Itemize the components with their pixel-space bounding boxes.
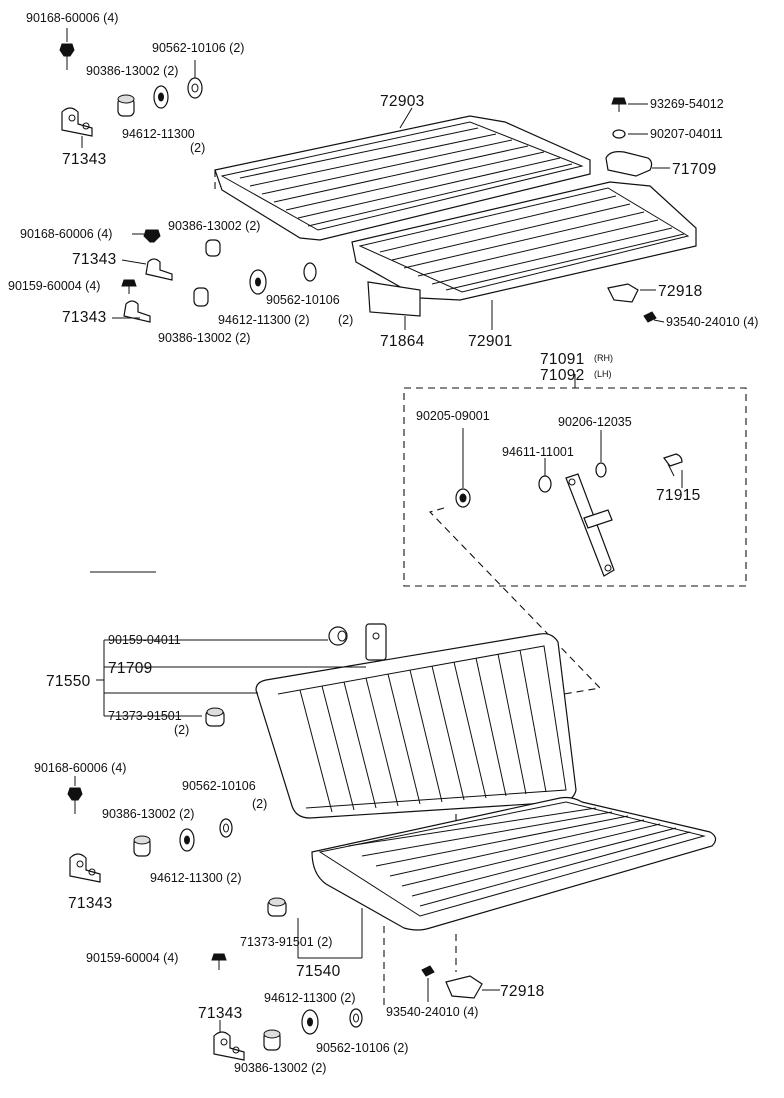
washer-94612-low — [179, 828, 195, 852]
nut-90562-bot — [349, 1008, 363, 1028]
label-71709-low: 71709 — [108, 660, 153, 677]
label-94611-11001: 94611-11001 — [502, 445, 574, 459]
label-71092-side: (LH) — [594, 369, 612, 379]
panel-72903 — [214, 115, 591, 241]
label-90562-10106-low-qty: (2) — [252, 797, 267, 811]
label-90562-10106-mid: 90562-10106 — [266, 293, 340, 307]
label-90562-10106-low: 90562-10106 — [182, 779, 256, 793]
label-71373-91501-a: 71373-91501 — [108, 709, 182, 723]
washer-94611 — [538, 475, 552, 493]
hinge-72918-top — [607, 283, 639, 303]
screw-93269 — [611, 97, 627, 112]
bracket-71343-c — [123, 300, 151, 323]
screw-93540-top — [643, 311, 657, 323]
nut-90205 — [455, 488, 471, 508]
plate-71864 — [367, 281, 421, 317]
bolt-71915 — [663, 453, 683, 477]
label-90159-60004-low: 90159-60004 (4) — [86, 951, 178, 965]
label-90386-13002-bot: 90386-13002 (2) — [234, 1061, 326, 1075]
bushing-71373-a — [205, 707, 225, 727]
label-71864: 71864 — [380, 333, 425, 350]
label-90206-12035: 90206-12035 — [558, 415, 632, 429]
label-71091-side: (RH) — [594, 353, 613, 363]
label-71343-b: 71343 — [72, 251, 117, 268]
collar-90386-mid2 — [193, 287, 209, 307]
label-94612-11300-mid: 94612-11300 (2) — [218, 313, 310, 327]
screw-90159-low — [211, 953, 227, 970]
washer-94612-bot — [301, 1009, 319, 1035]
label-71373-91501-a-qty: (2) — [174, 723, 189, 737]
label-90562-10106-mid-qty: (2) — [338, 313, 353, 327]
label-94612-11300-low: 94612-11300 (2) — [150, 871, 242, 885]
label-72918-top: 72918 — [658, 283, 703, 300]
label-90562-10106-bot: 90562-10106 (2) — [316, 1041, 408, 1055]
label-93540-24010-top: 93540-24010 (4) — [666, 315, 758, 329]
washer-94612-mid — [249, 269, 267, 295]
screw-93540-low — [421, 965, 435, 977]
label-90159-04011: 90159-04011 — [108, 633, 181, 647]
nut-90562-top — [187, 77, 203, 99]
label-71540: 71540 — [296, 963, 341, 980]
knob-90159-04011 — [328, 626, 348, 646]
label-71343-c: 71343 — [62, 309, 107, 326]
label-71343-a: 71343 — [62, 151, 107, 168]
seat-cushion-71540 — [311, 796, 717, 931]
label-90168-60006-mid: 90168-60006 (4) — [20, 227, 112, 241]
label-90386-13002-mid2: 90386-13002 (2) — [158, 331, 250, 345]
label-90168-60006-top: 90168-60006 (4) — [26, 11, 118, 25]
collar-90386-bot — [263, 1029, 281, 1051]
label-90386-13002-low: 90386-13002 (2) — [102, 807, 194, 821]
label-71915: 71915 — [656, 487, 701, 504]
label-71709-top: 71709 — [672, 161, 717, 178]
label-93540-24010-low: 93540-24010 (4) — [386, 1005, 478, 1019]
nut-90562-mid — [303, 262, 317, 282]
washer-90207 — [612, 129, 626, 139]
washer-90206 — [595, 462, 607, 478]
bracket-71343-d — [69, 853, 101, 883]
label-71343-e: 71343 — [198, 1005, 243, 1022]
panel-72901 — [351, 181, 697, 301]
label-71091: 71091 — [540, 351, 585, 368]
label-93269-54012: 93269-54012 — [650, 97, 724, 111]
label-94612-11300-bot: 94612-11300 (2) — [264, 991, 356, 1005]
bolt-90168-low — [67, 787, 83, 814]
cover-71709-top — [605, 151, 653, 177]
nut-90562-low — [219, 818, 233, 838]
bracket-71343-b — [145, 258, 173, 281]
label-71373-91501-b: 71373-91501 (2) — [240, 935, 332, 949]
washer-94612-top — [153, 85, 169, 109]
label-72918-low: 72918 — [500, 983, 545, 1000]
label-94612-11300-top-qty: (2) — [190, 141, 205, 155]
bolt-90168-top — [59, 43, 75, 70]
lock-cover-71709-low — [365, 623, 387, 661]
label-72901: 72901 — [468, 333, 513, 350]
bracket-71343-a — [61, 107, 93, 137]
seat-back-71550 — [255, 633, 577, 819]
bracket-71343-e — [213, 1031, 245, 1061]
bolt-90168-mid — [143, 229, 161, 243]
label-90562-10106-top: 90562-10106 (2) — [152, 41, 244, 55]
collar-90386-top — [117, 94, 135, 117]
collar-90386-low — [133, 835, 151, 857]
label-72903: 72903 — [380, 93, 425, 110]
screw-90159-mid — [121, 279, 137, 294]
label-94612-11300-top: 94612-11300 — [122, 127, 195, 141]
label-90386-13002-mid: 90386-13002 (2) — [168, 219, 260, 233]
label-71343-d: 71343 — [68, 895, 113, 912]
collar-90386-mid — [205, 239, 221, 257]
label-90168-60006-low: 90168-60006 (4) — [34, 761, 126, 775]
label-90159-60004-mid: 90159-60004 (4) — [8, 279, 100, 293]
label-90386-13002-top: 90386-13002 (2) — [86, 64, 178, 78]
anchor-strap — [565, 473, 615, 577]
label-90207-04011: 90207-04011 — [650, 127, 723, 141]
label-71092: 71092 — [540, 367, 585, 384]
label-90205-09001: 90205-09001 — [416, 409, 490, 423]
label-71550: 71550 — [46, 673, 91, 690]
hinge-72918-low — [445, 975, 483, 999]
bushing-71373-b — [267, 897, 287, 917]
